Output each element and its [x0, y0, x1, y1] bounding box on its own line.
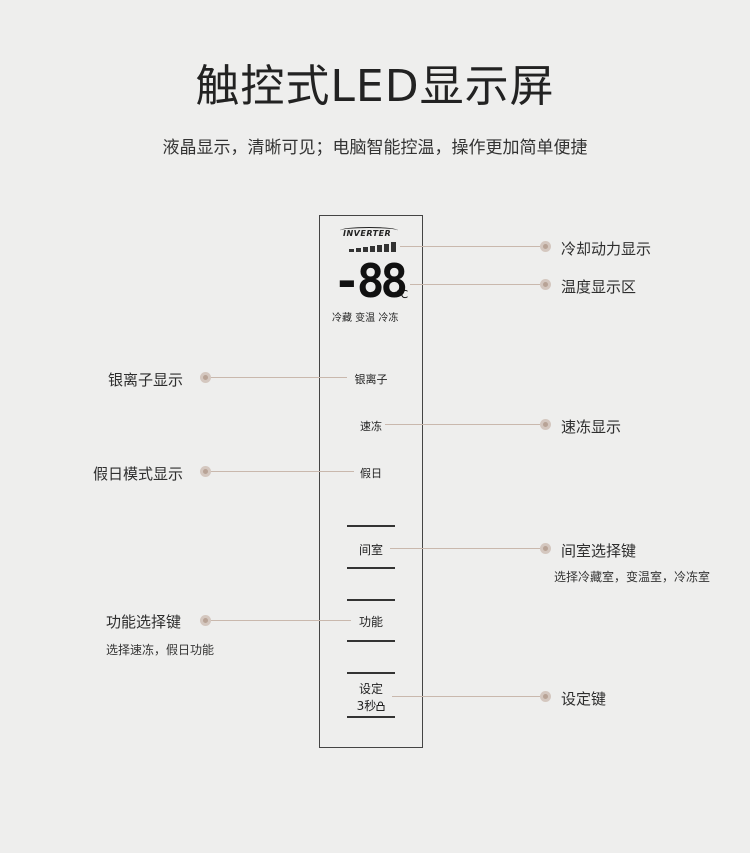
control-panel: [319, 215, 423, 748]
temperature-digits: -88: [333, 254, 408, 308]
callout-function-select: 功能选择键: [106, 613, 182, 631]
leader-line: [385, 424, 540, 425]
set-button-label: 设定: [358, 682, 383, 696]
quick-freeze-indicator: 速冻: [360, 420, 382, 433]
callout-cooling-power: 冷却动力显示: [561, 240, 652, 258]
divider: [347, 525, 395, 527]
callout-dot-icon: [540, 543, 551, 554]
cooling-power-bars-icon: [349, 240, 399, 252]
callout-function-select-note: 选择速冻，假日功能: [106, 643, 215, 657]
inverter-logo: INVERTER: [343, 229, 392, 238]
callout-dot-icon: [540, 691, 551, 702]
callout-dot-icon: [540, 241, 551, 252]
holiday-indicator: 假日: [360, 467, 382, 480]
page-title: 触控式LED显示屏: [195, 61, 555, 112]
inverter-swoosh-icon: [340, 227, 398, 234]
leader-line: [410, 284, 540, 285]
leader-line: [400, 246, 540, 247]
leader-line: [211, 377, 347, 378]
callout-set-key: 设定键: [561, 690, 607, 708]
callout-silver-ion: 银离子显示: [108, 371, 184, 389]
compartment-modes: 冷藏 变温 冷冻: [332, 313, 399, 324]
leader-line: [211, 620, 351, 621]
function-button[interactable]: 功能: [358, 615, 383, 629]
leader-line: [392, 696, 540, 697]
divider: [347, 567, 395, 569]
divider: [347, 640, 395, 642]
divider: [347, 599, 395, 601]
set-button[interactable]: 设定 3秒: [331, 680, 411, 714]
callout-dot-icon: [200, 466, 211, 477]
temperature-unit: ℃: [396, 288, 409, 301]
callout-dot-icon: [540, 279, 551, 290]
callout-dot-icon: [200, 615, 211, 626]
set-button-hold: 3秒: [356, 699, 377, 713]
callout-quick-freeze: 速冻显示: [561, 418, 622, 436]
leader-line: [211, 471, 354, 472]
divider: [347, 672, 395, 674]
callout-temperature-area: 温度显示区: [561, 278, 637, 296]
leader-line: [390, 548, 540, 549]
silver-ion-indicator: 银离子: [354, 373, 388, 386]
callout-dot-icon: [540, 419, 551, 430]
zone-button[interactable]: 间室: [358, 543, 383, 557]
callout-zone-select: 间室选择键: [561, 542, 637, 560]
callout-zone-select-note: 选择冷藏室，变温室，冷冻室: [554, 570, 711, 584]
lock-icon: [376, 700, 385, 711]
callout-dot-icon: [200, 372, 211, 383]
page-subtitle: 液晶显示，清晰可见；电脑智能控温，操作更加简单便捷: [162, 138, 588, 158]
divider: [347, 716, 395, 718]
callout-holiday-mode: 假日模式显示: [93, 465, 184, 483]
